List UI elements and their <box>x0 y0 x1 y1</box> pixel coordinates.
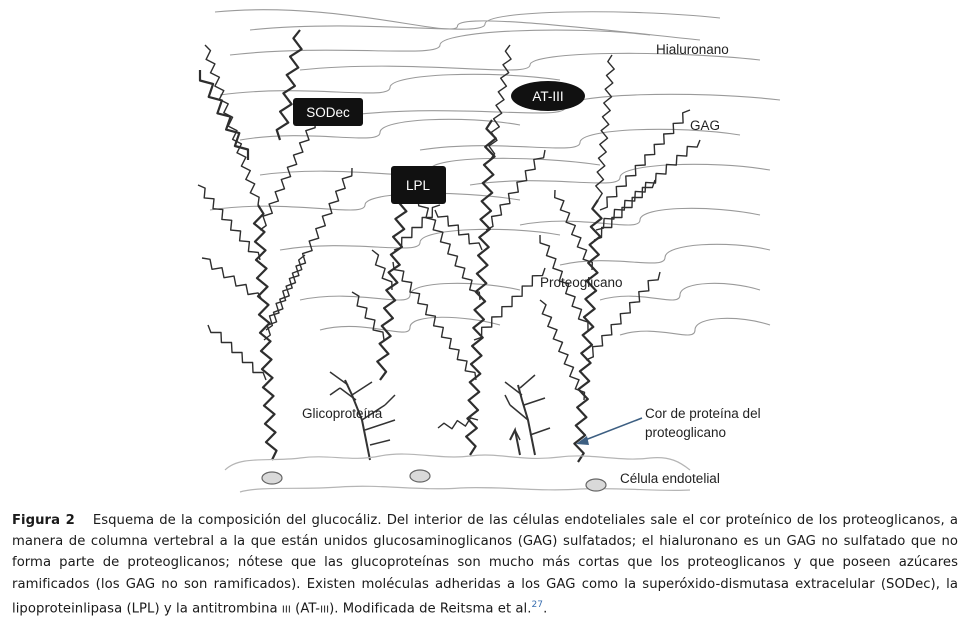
cell-nucleus <box>261 471 283 485</box>
hyaluronan-strand <box>519 207 761 226</box>
glycoprotein-branches <box>329 371 551 461</box>
gag-chain <box>485 149 546 231</box>
hyaluronan-strand <box>599 282 761 301</box>
glycoprotein-stem <box>344 379 371 461</box>
proteoglycan-core <box>275 29 303 141</box>
gag-chain <box>392 261 477 381</box>
glicoproteina-label: Glicoproteína <box>302 406 383 421</box>
glycoprotein-sugar-branch <box>504 381 523 396</box>
proteoglycan-core <box>376 174 410 381</box>
proteoglicano-label: Proteoglicano <box>540 275 623 290</box>
endothelial-cell-surface <box>224 453 691 493</box>
gag-chain <box>539 299 586 401</box>
hyaluronan-strand <box>229 29 651 56</box>
gag-chain <box>207 324 267 381</box>
gag-chain <box>539 234 589 331</box>
hyaluronan-strand <box>299 52 761 71</box>
proteoglycan-core <box>198 70 250 160</box>
glycoprotein-sugar-branch <box>523 397 546 406</box>
sodec-label: SODec <box>306 105 350 120</box>
hyaluronan-strand <box>279 228 561 251</box>
hyaluronan-strand <box>559 243 771 266</box>
hyaluronan-strand <box>249 11 721 31</box>
glycoprotein-sugar-branch <box>329 371 349 386</box>
glycoprotein-sugar-branch <box>529 427 551 436</box>
glycoprotein-sugar-branch <box>351 381 373 396</box>
gag-chain <box>554 189 593 271</box>
gag-chain <box>595 139 701 231</box>
glycoprotein-sugar-branch <box>329 387 341 396</box>
core-protein-label-line2: proteoglicano <box>645 425 726 440</box>
lpl-label: LPL <box>406 178 431 193</box>
glycoprotein-sugar-branch <box>384 394 396 406</box>
glycoprotein-sugar-branch <box>519 374 536 389</box>
gag-chain <box>351 291 385 341</box>
cell-nucleus <box>585 478 607 492</box>
caption-text-end: ). Modificada de Reitsma et al. <box>329 601 532 617</box>
proteoglycan-core <box>465 119 497 456</box>
gag-chain <box>197 184 261 261</box>
caption-text: Esquema de la composición del glucocáliz… <box>12 513 958 617</box>
gag-chain <box>393 204 441 251</box>
gag-chain <box>371 249 393 291</box>
glycoprotein-sugar-branch <box>369 439 391 446</box>
gag-chain <box>488 44 512 161</box>
gag-chain <box>204 44 260 206</box>
sodec-molecule: SODec <box>293 98 363 126</box>
caption-roman-numeral-2: III <box>320 604 330 616</box>
hyaluronan-strands <box>209 9 781 336</box>
at3-label: AT-III <box>532 89 563 104</box>
gag-chain <box>585 271 661 361</box>
endothelial-cell-label: Célula endotelial <box>620 471 720 486</box>
hyaluronan-strand <box>214 9 701 41</box>
lpl-molecule: LPL <box>391 166 446 204</box>
reference-link[interactable]: 27 <box>531 599 544 610</box>
caption-final: . <box>543 601 548 617</box>
gag-chain <box>417 197 481 301</box>
gag-chain <box>595 54 615 201</box>
cell-nucleus <box>409 469 431 483</box>
hyaluronan-strand <box>319 316 501 333</box>
core-protein-label-line1: Cor de proteína del <box>645 406 761 421</box>
proteoglycan-core <box>573 199 603 463</box>
gag-label: GAG <box>690 118 720 133</box>
hyaluronan-strand <box>419 128 741 151</box>
gag-chain <box>265 167 353 331</box>
hyaluronan-strand <box>209 192 521 211</box>
hialuronano-label: Hialuronano <box>656 42 729 57</box>
figure-number: Figura 2 <box>12 513 75 528</box>
proteoglycan-chains <box>197 29 701 463</box>
at3-molecule: AT-III <box>511 81 585 111</box>
glycoprotein-stem <box>517 384 536 456</box>
hyaluronan-strand <box>469 163 771 186</box>
caption-roman-numeral: III <box>281 604 291 616</box>
gag-chain <box>434 209 483 251</box>
gag-chain <box>599 109 691 211</box>
gag-chain <box>473 267 546 341</box>
glycoprotein-sugar-branch <box>504 394 511 406</box>
glycoprotein-sugar-branch <box>364 419 396 431</box>
proteoglycan-core <box>252 204 278 461</box>
glycocalyx-diagram: SODec AT-III LPL Hialuronano GAG Proteog… <box>197 9 781 493</box>
glycoprotein-stem <box>509 426 521 456</box>
gag-chain <box>593 179 656 241</box>
hyaluronan-strand <box>239 118 521 141</box>
glycoprotein-sugar-branch <box>509 404 529 421</box>
glycoprotein-sugar-branch <box>514 429 521 441</box>
core-protein-arrow <box>576 417 643 445</box>
glycoprotein-sugar-branch <box>361 404 386 421</box>
hyaluronan-strand <box>619 317 771 336</box>
hyaluronan-strand <box>219 73 561 96</box>
glycoprotein-sugar-branch <box>339 387 357 401</box>
hyaluronan-strand <box>299 282 521 301</box>
caption-text-mid: (AT- <box>290 601 321 617</box>
gag-chain <box>259 119 316 231</box>
gag-chain <box>201 257 263 301</box>
gag-chain <box>437 417 479 430</box>
